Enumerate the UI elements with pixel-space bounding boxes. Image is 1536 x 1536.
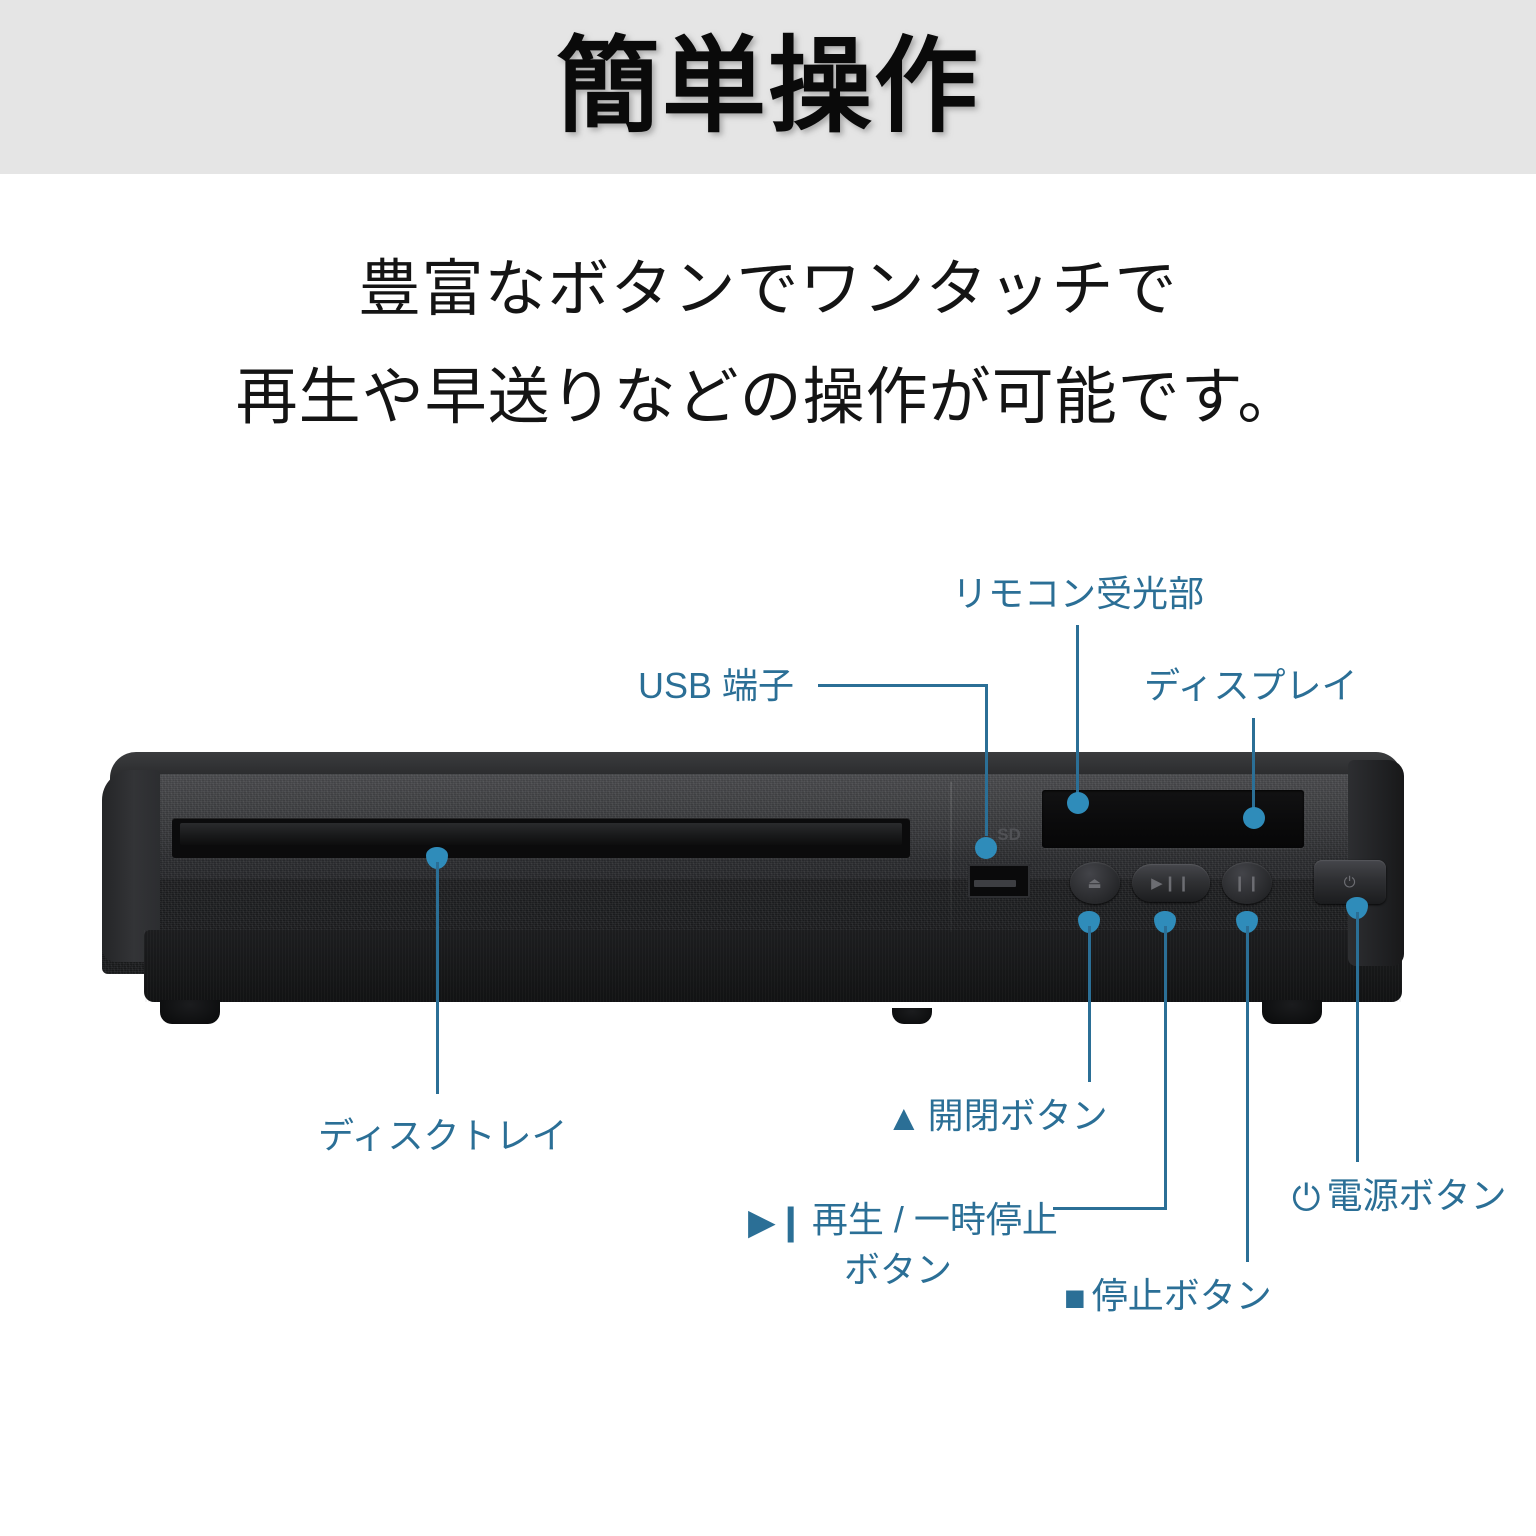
usb-port[interactable] (968, 864, 1030, 898)
eject-triangle-icon: ▲ (886, 1097, 922, 1138)
callout-text-display: ディスプレイ (1144, 665, 1358, 706)
callout-text-eject-button: 開閉ボタン (927, 1095, 1108, 1136)
play-pause-triangle-icon: ▶❙ (748, 1201, 806, 1242)
callout-label-remote-sensor: リモコン受光部 (952, 570, 1204, 618)
product-diagram: SD ⏏ ▶❙❙ ❙❙ ⏻ (0, 540, 1536, 1400)
device-base-skirt (144, 930, 1402, 1002)
callout-text-play-pause: 再生 / 一時停止 (811, 1199, 1058, 1240)
play-pause-button[interactable]: ▶❙❙ (1132, 864, 1210, 902)
device-foot-center (892, 1008, 932, 1024)
stop-icon: ❙❙ (1233, 874, 1261, 892)
sd-logo-mark: SD (997, 825, 1021, 844)
power-button[interactable]: ⏻ (1314, 860, 1386, 904)
subtitle-line-1: 豊富なボタンでワンタッチで (358, 255, 1178, 324)
disc-tray-slot-inner (180, 823, 902, 845)
display-window (1042, 790, 1304, 848)
header-band: 簡単操作 (0, 0, 1536, 174)
front-panel-divider (950, 782, 952, 932)
callout-label-stop-button: ■停止ボタン (1064, 1272, 1272, 1322)
callout-text-stop-button: 停止ボタン (1091, 1275, 1272, 1316)
callout-text-usb-terminal: USB 端子 (638, 665, 795, 706)
device-foot-right (1262, 1000, 1322, 1024)
callout-text-disc-tray: ディスクトレイ (318, 1115, 568, 1156)
callout-label-power-button: ⏻電源ボタン (1292, 1172, 1507, 1222)
power-symbol-icon: ⏻ (1292, 1177, 1321, 1218)
eject-icon: ⏏ (1087, 874, 1103, 892)
dvd-player-device: SD ⏏ ▶❙❙ ❙❙ ⏻ (102, 752, 1404, 1024)
subtitle-block: 豊富なボタンでワンタッチで 再生や早送りなどの操作が可能です。 (0, 236, 1536, 452)
page-title: 簡単操作 (555, 29, 980, 145)
callout-label-play-pause-button: ▶❙再生 / 一時停止 ボタン (748, 1196, 1058, 1294)
callout-label-eject-button: ▲開閉ボタン (886, 1092, 1108, 1142)
play-pause-icon: ▶❙❙ (1151, 874, 1191, 892)
callout-text-play-pause-line-1: ▶❙再生 / 一時停止 (748, 1196, 1058, 1246)
eject-button[interactable]: ⏏ (1070, 862, 1120, 904)
subtitle-line-2: 再生や早送りなどの操作が可能です。 (235, 363, 1301, 432)
callout-text-remote-sensor: リモコン受光部 (952, 573, 1205, 614)
disc-tray-slot[interactable] (172, 818, 910, 858)
device-foot-left (160, 1000, 220, 1024)
callout-text-power-button: 電源ボタン (1326, 1175, 1507, 1216)
callout-label-usb-terminal: USB 端子 (638, 662, 794, 710)
power-icon: ⏻ (1343, 873, 1357, 891)
stop-square-icon: ■ (1064, 1277, 1086, 1318)
callout-text-play-pause-line-2: ボタン (843, 1249, 952, 1290)
callout-label-disc-tray: ディスクトレイ (318, 1112, 567, 1160)
stop-button[interactable]: ❙❙ (1222, 862, 1272, 904)
callout-label-display: ディスプレイ (1144, 662, 1357, 710)
